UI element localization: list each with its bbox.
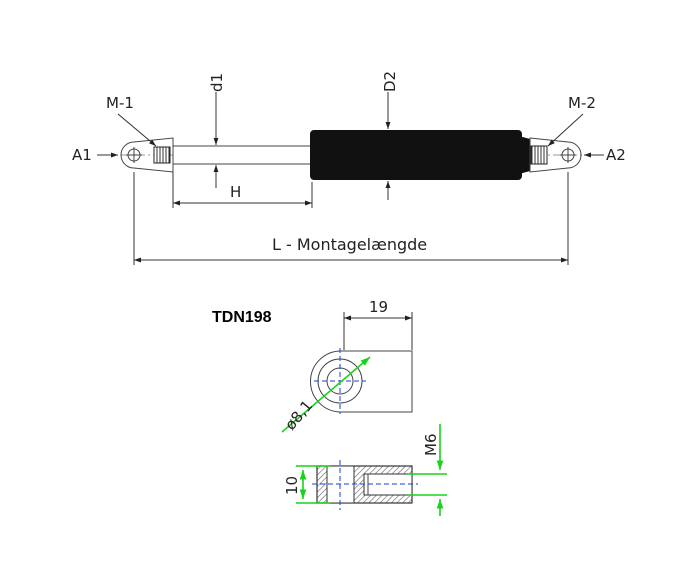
- d1-dimension: d1: [208, 73, 226, 188]
- M2-label: M-2: [568, 94, 596, 112]
- M1-callout: M-1: [106, 94, 157, 147]
- left-end-fitting: [120, 137, 174, 265]
- detail-title: TDN198: [212, 309, 272, 326]
- A1-label: A1: [72, 146, 92, 164]
- H-label: H: [230, 183, 241, 201]
- piston-rod: [172, 145, 313, 165]
- width-dim-label: 19: [369, 298, 388, 316]
- hole-diameter-leader: [281, 356, 371, 433]
- gas-spring-view: d1 D2 H L - Montagelængde A1 A2: [72, 71, 626, 265]
- D2-label: D2: [381, 71, 399, 92]
- eye-fitting-top-view: 19 ø8,1: [281, 298, 413, 434]
- L-dimension: L - Montagelængde: [134, 235, 568, 263]
- right-end-fitting: [529, 137, 582, 265]
- cylinder-neck: [519, 136, 530, 174]
- cylinder-body: [310, 130, 522, 180]
- A2-callout: A2: [584, 146, 626, 164]
- thread-dim-label: M6: [422, 434, 440, 457]
- eye-fitting-section-view: 10 M6: [283, 424, 447, 516]
- A1-callout: A1: [72, 146, 118, 164]
- M2-callout: M-2: [547, 94, 596, 147]
- D2-dimension: D2: [381, 71, 399, 200]
- height-dim-label: 10: [283, 476, 301, 495]
- H-dimension: H: [172, 172, 313, 208]
- M1-label: M-1: [106, 94, 134, 112]
- d1-label: d1: [208, 73, 226, 92]
- A2-label: A2: [606, 146, 626, 164]
- L-label: L - Montagelængde: [272, 235, 427, 254]
